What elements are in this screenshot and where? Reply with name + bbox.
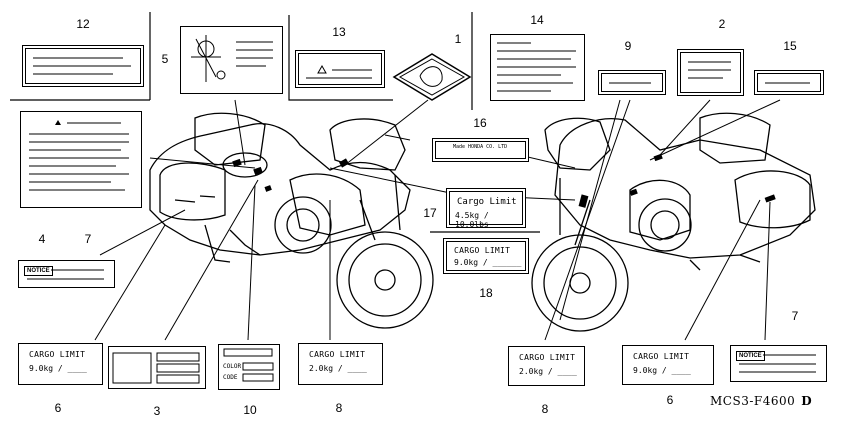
text-lines xyxy=(739,354,816,373)
cargo-limit-label-18: CARGO LIMIT 9.0kg / ______ xyxy=(443,238,529,274)
label-item-9 xyxy=(598,70,666,95)
item-number-8-right: 8 xyxy=(541,402,549,416)
label-item-3 xyxy=(108,346,206,389)
text-lines xyxy=(688,61,731,79)
cargo-limit-label-17: Cargo Limit 4.5kg / 10.0lbs xyxy=(446,188,526,229)
cargo-value: 9.0kg / ____ xyxy=(633,366,691,375)
item-number-3: 3 xyxy=(153,404,161,418)
color-field-label: COLOR xyxy=(223,363,242,370)
item-number-13: 13 xyxy=(332,25,346,39)
label-boxes xyxy=(223,348,274,382)
cargo-title: Cargo Limit xyxy=(457,197,517,207)
item-number-16: 16 xyxy=(473,116,487,130)
notice-tag: NOTICE xyxy=(24,266,53,276)
text-lines xyxy=(33,57,131,75)
diagram-reference-code: MCS3-F4600 D xyxy=(710,394,812,408)
label-item-16: Made HONDA CO. LTD xyxy=(432,138,529,162)
item-number-14: 14 xyxy=(530,13,544,27)
cargo-value: 9.0kg / ____ xyxy=(29,364,87,373)
label-item-10: COLOR CODE xyxy=(218,344,280,390)
label-position-marks-left xyxy=(232,158,349,192)
label-item-7-right: NOTICE xyxy=(730,345,827,382)
cargo-title: CARGO LIMIT xyxy=(309,350,366,359)
leader-lines xyxy=(94,99,781,341)
item16-text: Made HONDA CO. LTD xyxy=(453,144,508,150)
motorcycle-right-illustration xyxy=(531,112,816,332)
code-field-label: CODE xyxy=(223,374,238,381)
cargo-value: 9.0kg / ______ xyxy=(454,258,522,267)
warning-icon xyxy=(306,64,372,79)
label-layout xyxy=(112,352,200,384)
label-item-12 xyxy=(22,45,144,87)
diagram-sketch xyxy=(191,35,273,82)
item-number-12: 12 xyxy=(76,17,90,31)
item-number-1: 1 xyxy=(454,32,462,46)
cargo-limit-label-8-left: CARGO LIMIT 2.0kg / ____ xyxy=(298,343,383,385)
cargo-limit-label-6-right: CARGO LIMIT 9.0kg / ____ xyxy=(622,345,714,385)
item-number-6-left: 6 xyxy=(54,401,62,415)
item-number-4: 4 xyxy=(38,232,46,246)
label-item-15 xyxy=(754,70,824,95)
label-item-4 xyxy=(20,111,142,208)
label-item-7-left: NOTICE xyxy=(18,260,115,288)
label-item-2 xyxy=(677,49,744,96)
cargo-value: 2.0kg / ____ xyxy=(309,364,367,373)
text-lines xyxy=(27,269,104,280)
item-number-7-right: 7 xyxy=(791,309,799,323)
warning-text-lines xyxy=(29,120,129,191)
cargo-title: CARGO LIMIT xyxy=(633,352,690,361)
item-number-2: 2 xyxy=(718,17,726,31)
label-item-5 xyxy=(180,26,283,94)
label-item-13 xyxy=(295,50,385,88)
ref-code-text: MCS3-F4600 xyxy=(710,394,796,408)
item-number-8-left: 8 xyxy=(335,401,343,415)
cargo-title: CARGO LIMIT xyxy=(454,246,511,255)
text-lines xyxy=(765,82,810,84)
cargo-limit-label-8-right: CARGO LIMIT 2.0kg / ____ xyxy=(508,346,585,386)
text-lines xyxy=(609,82,651,84)
notice-tag: NOTICE xyxy=(736,351,765,361)
cargo-title: CARGO LIMIT xyxy=(29,350,86,359)
text-lines xyxy=(497,42,576,92)
item-number-7-left: 7 xyxy=(84,232,92,246)
cargo-limit-label-6-left: CARGO LIMIT 9.0kg / ____ xyxy=(18,343,103,385)
motorcycle-left-illustration xyxy=(149,112,434,329)
item-number-15: 15 xyxy=(783,39,797,53)
label-item-14 xyxy=(490,34,585,101)
item-number-18: 18 xyxy=(479,286,493,300)
item-number-9: 9 xyxy=(624,39,632,53)
cargo-title: CARGO LIMIT xyxy=(519,353,576,362)
cargo-value: 2.0kg / ____ xyxy=(519,367,577,376)
ref-code-suffix: D xyxy=(801,394,813,408)
item-number-10: 10 xyxy=(243,403,257,417)
item-number-17: 17 xyxy=(423,206,437,220)
cargo-value: 4.5kg / 10.0lbs xyxy=(455,211,489,229)
item-number-5: 5 xyxy=(161,52,169,66)
label-item-1-diamond xyxy=(392,53,472,101)
item-number-6-right: 6 xyxy=(666,393,674,407)
